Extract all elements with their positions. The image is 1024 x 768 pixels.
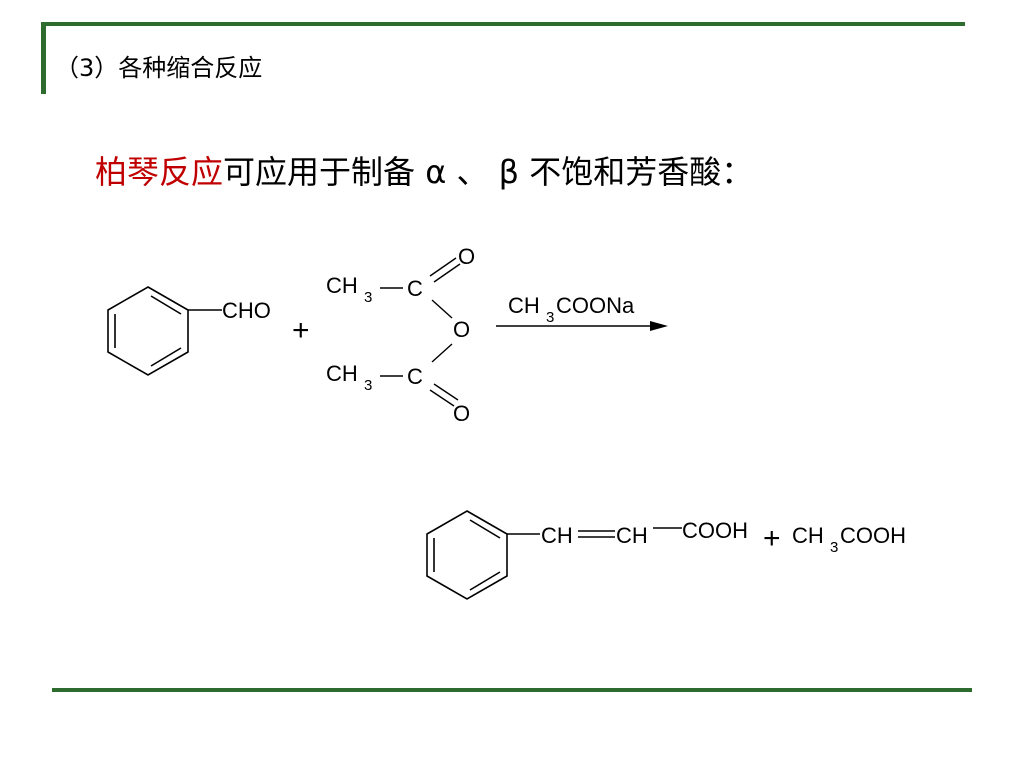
cho-group: CHO xyxy=(222,298,271,323)
reaction-arrow-head xyxy=(650,321,668,331)
plus-sign-2: + xyxy=(763,522,781,555)
byproduct-ch: CH xyxy=(792,523,824,548)
left-accent-bar xyxy=(41,22,46,94)
catalyst-rest: COONa xyxy=(556,293,635,318)
top-rule xyxy=(41,22,965,26)
benzene-ring-reactant xyxy=(107,286,189,376)
top-methyl-subscript: 3 xyxy=(364,289,372,306)
top-methyl-ch: CH xyxy=(326,273,358,298)
bottom-c-o-bond xyxy=(431,343,453,363)
slide-subtitle: 柏琴反应可应用于制备 α 、 β 不饱和芳香酸： xyxy=(95,150,753,194)
product-ch-1: CH xyxy=(541,523,573,548)
benzene-ring-product xyxy=(426,510,508,600)
slide-heading: （3）各种缩合反应 xyxy=(55,54,263,82)
bottom-carbonyl-bond-b xyxy=(433,383,459,401)
top-carbonyl-bond-a xyxy=(429,257,457,277)
bottom-carbonyl-bond-a xyxy=(429,389,455,407)
bottom-methyl-ch: CH xyxy=(326,361,358,386)
anhydride-top-oxygen: O xyxy=(458,244,475,269)
bridge-oxygen: O xyxy=(453,317,470,342)
product-cooh: COOH xyxy=(682,518,748,543)
anhydride-bottom-oxygen: O xyxy=(453,401,470,426)
catalyst-ch: CH xyxy=(508,293,540,318)
bottom-rule xyxy=(52,688,972,692)
plus-sign-1: + xyxy=(292,314,310,347)
product-ch-2: CH xyxy=(616,523,648,548)
byproduct-subscript: 3 xyxy=(830,539,838,556)
perkin-reaction-term: 柏琴反应 xyxy=(95,153,224,191)
top-carbonyl-bond-b xyxy=(433,263,461,283)
bottom-methyl-subscript: 3 xyxy=(364,377,372,394)
byproduct-rest: COOH xyxy=(840,523,906,548)
subtitle-rest: 可应用于制备 α 、 β 不饱和芳香酸： xyxy=(223,153,754,191)
top-carbonyl-carbon: C xyxy=(407,276,423,301)
bottom-carbonyl-carbon: C xyxy=(407,364,423,389)
top-c-o-bond xyxy=(431,299,453,319)
catalyst-subscript: 3 xyxy=(546,309,554,326)
